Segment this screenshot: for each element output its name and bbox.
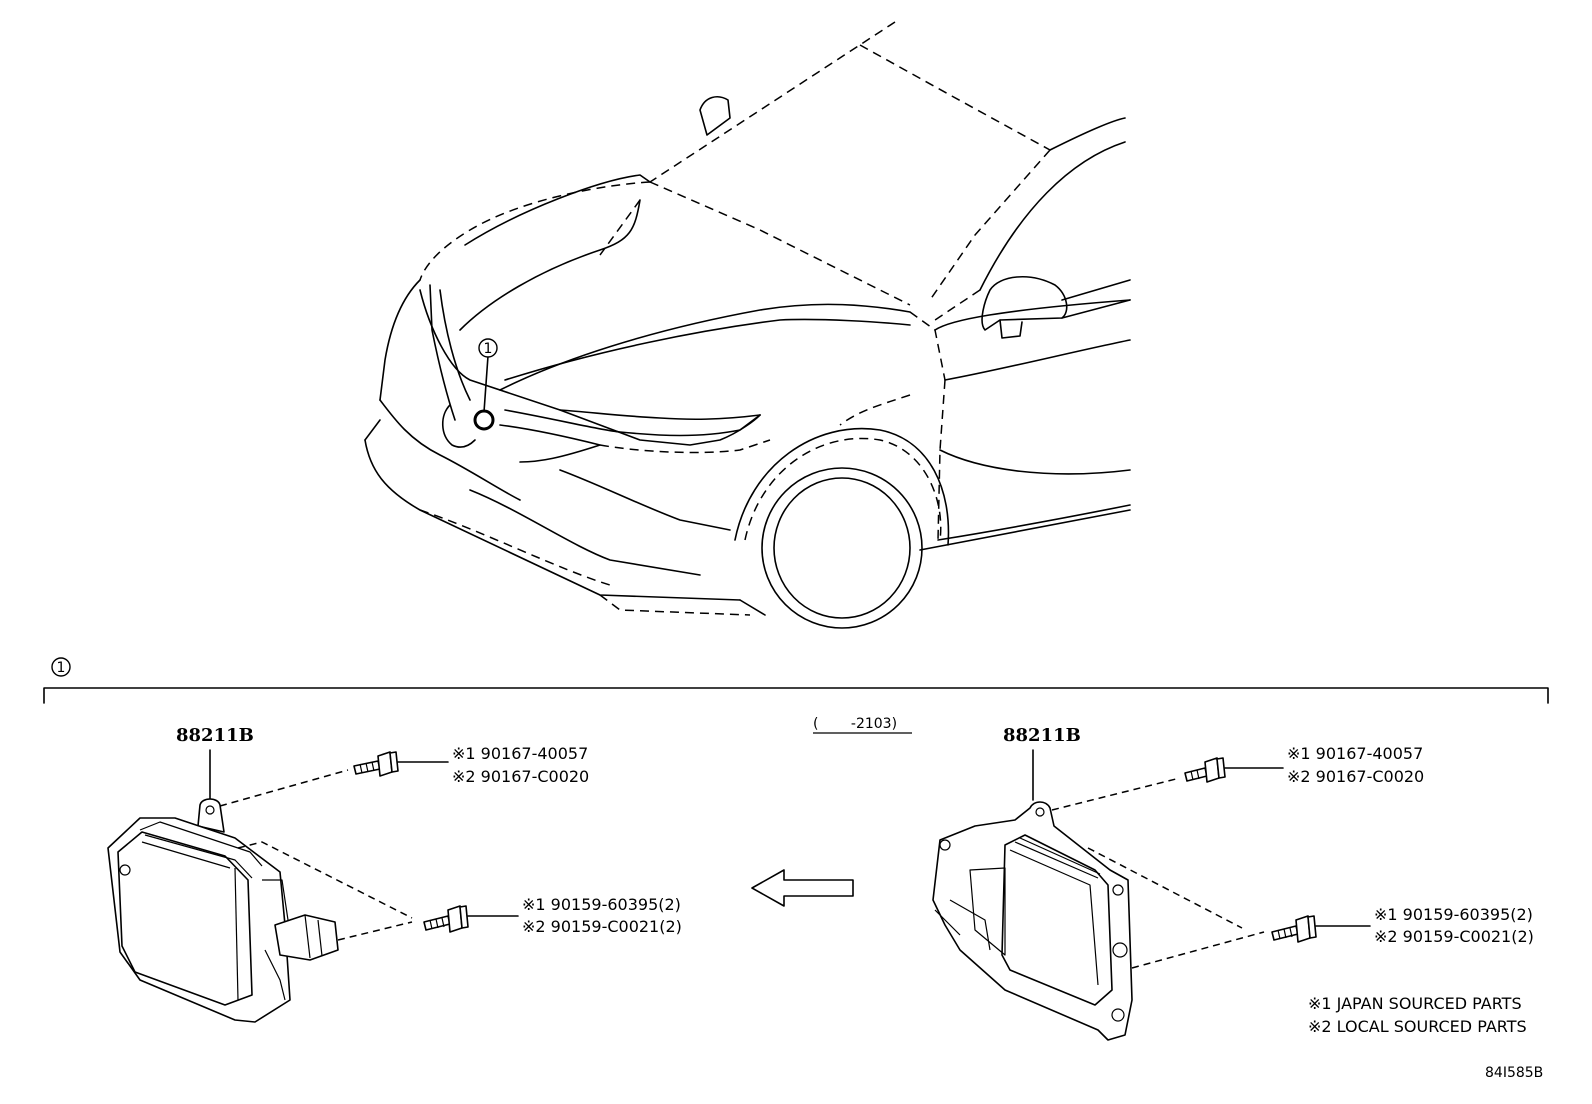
right-part-number: 88211B [1003,725,1081,746]
callout-marker [478,338,498,358]
left-part-number: 88211B [176,725,254,746]
left-top-bolt-line2: ※2 90167-C0020 [452,767,589,786]
left-radar-assembly: 88211B ※1 90167-40057 ※2 90167-C0020 [107,725,682,1023]
left-bottom-bolt-line2: ※2 90159-C0021(2) [522,917,682,936]
date-range-label: ( -2103) [813,716,897,732]
right-bottom-bolt-line1: ※1 90159-60395(2) [1374,905,1533,924]
section-bracket: 1 [43,657,1549,704]
left-bottom-bolt-line1: ※1 90159-60395(2) [522,895,681,914]
right-radar-assembly: 88211B ※1 90167-40057 ※2 90167-C0020 [932,725,1534,1041]
legend-note-local: ※2 LOCAL SOURCED PARTS [1308,1017,1527,1036]
right-top-bolt-icon [1184,757,1226,783]
right-bottom-bolt-icon [1271,915,1317,943]
left-top-bolt-line1: ※1 90167-40057 [452,744,588,763]
car-illustration: 1 [364,21,1131,629]
right-bottom-bolt-line2: ※2 90159-C0021(2) [1374,927,1534,946]
callout-marker-label: 1 [484,341,493,357]
right-top-bolt-line2: ※2 90167-C0020 [1287,767,1424,786]
arrow-left-icon [751,869,854,907]
section-marker-label: 1 [57,660,66,676]
legend-note-japan: ※1 JAPAN SOURCED PARTS [1308,994,1522,1013]
left-top-bolt-icon [353,751,399,777]
illustration-id: 84I585B [1485,1065,1543,1081]
left-bottom-bolt-icon [423,905,469,933]
right-top-bolt-line1: ※1 90167-40057 [1287,744,1423,763]
